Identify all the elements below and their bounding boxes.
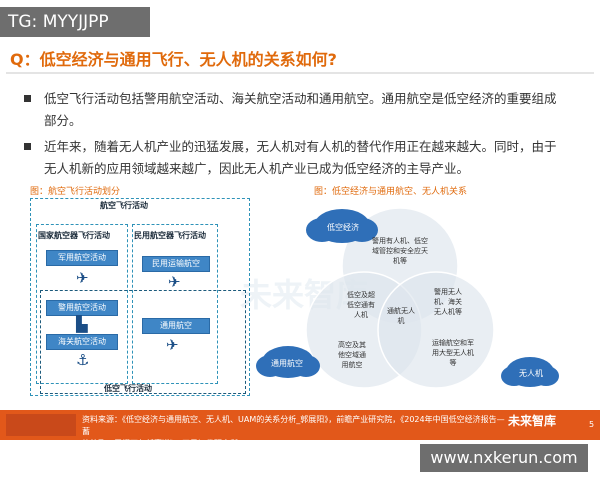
left-figure-caption: 图：航空飞行活动划分 <box>30 187 121 197</box>
bullet-item: 低空飞行活动包括警用航空活动、海关航空活动和通用航空。通用航空是低空经济的重要组… <box>24 88 564 132</box>
light-aircraft-icon: ✈ <box>166 336 179 354</box>
bullet-line-1: 低空飞行活动包括警用航空活动、海关航空活动和通用航空。通用航空是低空经济的重要组… <box>44 91 557 106</box>
venn-text-top: 警用有人机、低空 域管控和安全应天 机等 <box>372 237 428 265</box>
bullet-square-icon <box>24 143 31 150</box>
venn-diagram <box>256 207 559 389</box>
cloud-label-drone: 无人机 <box>519 369 543 378</box>
footer-logo <box>6 414 76 436</box>
bullet-square-icon <box>24 95 31 102</box>
aviation-activity-label: 航空飞行活动 <box>100 201 148 210</box>
venn-text-bottom-left: 高空及其 他空域通 用航空 <box>338 341 366 369</box>
fighter-jet-icon: ✈ <box>76 269 89 287</box>
airliner-icon: ✈ <box>168 273 181 291</box>
cloud-label-general-aviation: 通用航空 <box>271 359 303 368</box>
aviation-activity-outer-box <box>30 198 250 396</box>
title-divider <box>6 72 594 74</box>
cloud-low-altitude-economy <box>306 209 378 243</box>
military-aviation-button: 军用航空活动 <box>46 250 118 266</box>
bullet-item: 近年来，随着无人机产业的迅猛发展，无人机对有人机的替代作用正在越来越大。同时，由… <box>24 136 564 180</box>
general-aviation-button: 通用航空 <box>142 318 210 334</box>
venn-text-right: 警用无人 机、海关 无人机等 <box>434 288 462 316</box>
low-altitude-activity-label: 低空飞行活动 <box>104 384 152 393</box>
source-line-2: 势待飞，展翅万亿新赛道》，天风证券研究所 <box>82 439 238 448</box>
watermark-logo: 未来智库 <box>508 414 557 428</box>
source-line-1: 资料来源：《低空经济与通用航空、无人机、UAM的关系分析_郭展阳》，前瞻产业研究… <box>82 415 505 436</box>
url-badge: www.nxkerun.com <box>420 444 588 472</box>
venn-text-left: 低空及超 低空通有 人机 <box>347 291 375 319</box>
right-figure-caption: 图：低空经济与通用航空、无人机关系 <box>314 187 468 197</box>
bullet-line-2: 无人机新的应用领域越来越广，因此无人机产业已成为低空经济的主导产业。 <box>44 161 470 176</box>
cloud-label-low-altitude-economy: 低空经济 <box>327 223 359 232</box>
venn-text-bottom-right: 运输航空和军 用大型无人机 等 <box>432 339 474 367</box>
civil-aircraft-label: 民用航空器飞行活动 <box>134 231 206 240</box>
customs-aviation-button: 海关航空活动 <box>46 334 118 350</box>
page-title: Q：低空经济与通用飞行、无人机的关系如何? <box>10 50 337 69</box>
low-altitude-activity-box <box>40 290 246 394</box>
state-aircraft-label: 国家航空器飞行活动 <box>38 231 110 240</box>
cloud-drone <box>501 357 559 387</box>
bullet-line-2: 部分。 <box>44 113 82 128</box>
civil-transport-button: 民用运输航空 <box>142 256 210 272</box>
cloud-general-aviation <box>256 346 320 378</box>
police-building-icon: ▙ <box>76 315 88 333</box>
bullet-line-1: 近年来，随着无人机产业的迅猛发展，无人机对有人机的替代作用正在越来越大。同时，由… <box>44 139 557 154</box>
tg-badge: TG: MYYJJPP <box>0 7 150 37</box>
venn-circle-right <box>377 271 495 389</box>
source-text: 资料来源：《低空经济与通用航空、无人机、UAM的关系分析_郭展阳》，前瞻产业研究… <box>82 414 512 450</box>
anchor-icon: ⚓ <box>76 351 90 369</box>
state-aircraft-box <box>36 224 128 384</box>
source-bar <box>0 410 600 440</box>
police-aviation-button: 警用航空活动 <box>46 300 118 316</box>
page-number: 5 <box>589 420 595 429</box>
civil-aircraft-box <box>132 224 218 384</box>
venn-text-center: 通航无人 机 <box>387 307 415 325</box>
